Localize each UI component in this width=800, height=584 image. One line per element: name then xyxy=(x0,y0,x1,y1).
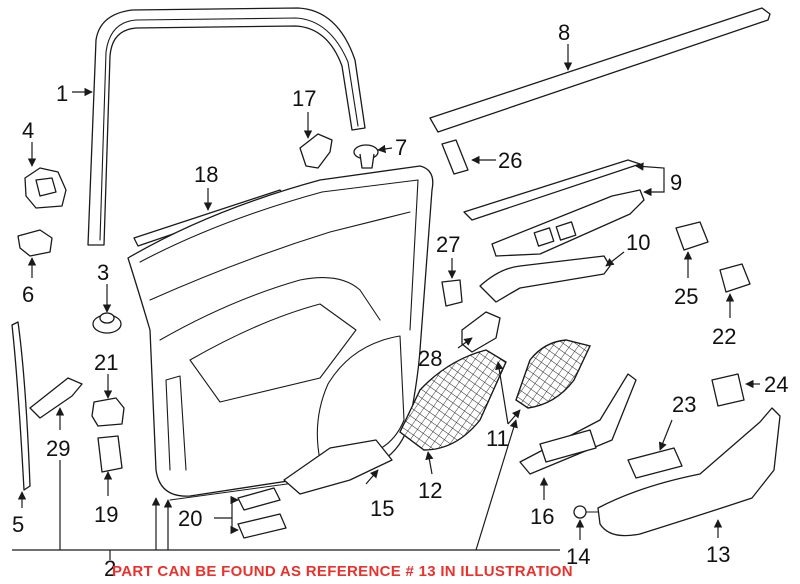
callout-23: 23 xyxy=(672,392,696,417)
part-25-bracket xyxy=(675,221,709,251)
part-16-switch-housing xyxy=(519,373,637,475)
part-6-clip xyxy=(17,229,53,257)
reference-note: PART CAN BE FOUND AS REFERENCE # 13 IN I… xyxy=(112,563,573,580)
part-24-clip xyxy=(711,373,745,407)
part-23-switch xyxy=(627,447,683,479)
callout-17: 17 xyxy=(292,86,316,111)
callout-26: 26 xyxy=(498,148,522,173)
callout-21: 21 xyxy=(94,350,118,375)
callout-4: 4 xyxy=(22,118,34,143)
callout-8: 8 xyxy=(558,20,570,45)
callout-3: 3 xyxy=(97,260,109,285)
callout-10: 10 xyxy=(626,230,650,255)
part-20-handles xyxy=(237,487,287,539)
part-27-clip xyxy=(441,279,463,307)
part-21-switch xyxy=(91,397,125,427)
callout-27: 27 xyxy=(436,232,460,257)
door-trim-panel xyxy=(127,165,434,501)
callout-12: 12 xyxy=(418,478,442,503)
callout-7: 7 xyxy=(395,135,407,160)
callout-18: 18 xyxy=(194,162,218,187)
callout-22: 22 xyxy=(712,324,736,349)
part-19-switch xyxy=(97,435,123,473)
part-14-screw xyxy=(573,505,601,519)
callout-20: 20 xyxy=(178,506,202,531)
callout-13: 13 xyxy=(706,542,730,567)
callout-24: 24 xyxy=(764,372,788,397)
callout-9: 9 xyxy=(670,170,682,195)
callout-29: 29 xyxy=(46,436,70,461)
part-10-armrest-cover xyxy=(479,255,611,303)
part-11-mesh-pocket xyxy=(515,339,591,409)
part-5-rod xyxy=(11,321,31,491)
part-13-armrest xyxy=(597,407,781,537)
part-1-door-seal xyxy=(87,7,366,246)
callout-15: 15 xyxy=(370,496,394,521)
part-26-bracket xyxy=(441,139,469,175)
callout-labels: 1 2 3 4 5 6 7 8 9 10 11 12 13 14 15 16 1… xyxy=(12,20,788,581)
callout-28: 28 xyxy=(418,346,442,371)
callout-25: 25 xyxy=(674,284,698,309)
callout-1: 1 xyxy=(56,81,68,106)
callout-11: 11 xyxy=(486,426,509,451)
callout-16: 16 xyxy=(530,504,554,529)
part-15-storage-bin xyxy=(283,439,393,495)
leader-lines xyxy=(12,44,760,560)
callout-19: 19 xyxy=(94,502,118,527)
part-22-bracket xyxy=(719,263,751,293)
part-3-fastener xyxy=(92,312,122,334)
part-4-bracket xyxy=(24,167,67,209)
callout-2: 2 xyxy=(104,556,116,581)
part-9-switch-panel xyxy=(491,189,645,257)
callout-6: 6 xyxy=(22,282,34,307)
part-12-mesh-pocket xyxy=(399,349,507,451)
part-17-clip xyxy=(299,133,333,169)
callout-5: 5 xyxy=(12,512,24,537)
callout-14: 14 xyxy=(566,544,590,569)
part-28-bezel xyxy=(461,311,501,353)
part-8-belt-molding xyxy=(429,7,771,133)
part-7-plug xyxy=(353,144,379,169)
part-29-handle xyxy=(29,377,83,419)
